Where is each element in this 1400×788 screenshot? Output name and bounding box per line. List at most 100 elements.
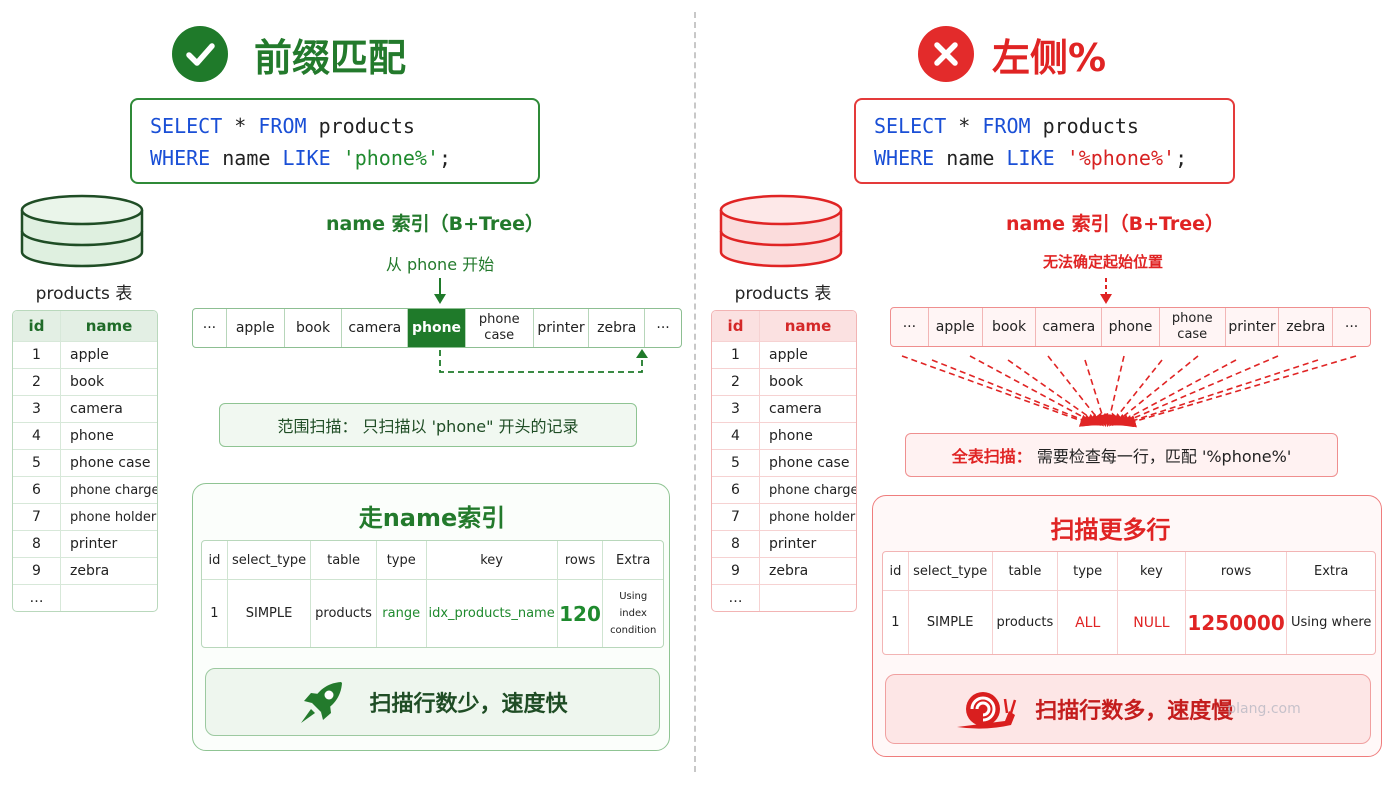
btree-key: apple (227, 309, 285, 347)
cell-id: … (13, 585, 61, 611)
left-result-banner: 扫描行数少，速度快 (205, 668, 660, 736)
left-index-title: name 索引（B+Tree） (325, 213, 545, 235)
cell-id: 3 (712, 396, 760, 422)
watermark: plang.com (1227, 701, 1301, 717)
cell-name (61, 585, 157, 611)
explain-cell: ALL (1058, 591, 1119, 654)
explain-header: table (311, 541, 377, 579)
cell-name: phone (70, 428, 114, 444)
left-title: 前缀匹配 (172, 26, 406, 82)
down-arrow-icon (1100, 278, 1112, 304)
right-title: 左侧% (918, 26, 1106, 82)
rocket-icon (301, 682, 343, 723)
explain-header: rows (1186, 552, 1288, 590)
sql-text: products (306, 114, 415, 138)
cell-name: book (769, 374, 804, 390)
explain-header: Extra (616, 552, 651, 568)
snail-icon (957, 692, 1017, 729)
left-sql-box: SELECT * FROM products WHERE name LIKE '… (130, 98, 540, 184)
center-divider (694, 12, 696, 772)
btree-key: phone (408, 309, 466, 347)
scan-text: 需要检查每一行，匹配 '%phone%' (1031, 447, 1292, 466)
cell-id: 8 (13, 531, 61, 557)
cell-id: 3 (13, 396, 61, 422)
cell-name: printer (769, 536, 817, 552)
btree-key: book (983, 308, 1037, 346)
scan-arrow (931, 359, 1096, 427)
right-table-label: products 表 (734, 284, 832, 304)
explain-header: Extra (1314, 563, 1349, 579)
explain-header: select_type (909, 552, 993, 590)
explain-cell: products (993, 591, 1059, 654)
scan-arrow (1109, 359, 1163, 427)
table-row: 6 phone charger (712, 476, 856, 503)
explain-cell: 1250000 (1186, 591, 1288, 654)
btree-key: phone case (466, 309, 534, 347)
table-row: 9 zebra (712, 557, 856, 584)
cell-id: 9 (13, 558, 61, 584)
btree-key: ··· (193, 309, 227, 347)
cell-name: phone holder (769, 509, 856, 525)
explain-header: rows (558, 541, 604, 579)
cell-id: 5 (13, 450, 61, 476)
cell-id: 1 (13, 342, 61, 368)
btree-key: ··· (1344, 319, 1359, 335)
left-table-label: products 表 (35, 284, 133, 304)
explain-cell: SIMPLE (909, 591, 993, 654)
explain-header: key (1118, 552, 1186, 590)
explain-cell: SIMPLE (228, 580, 312, 647)
right-panel-title: 扫描更多行 (1050, 516, 1171, 544)
sql-keyword: WHERE (150, 146, 211, 170)
cell-id: 6 (712, 477, 760, 503)
btree-key: camera (342, 309, 409, 347)
cell-name: phone charger (70, 482, 157, 498)
sql-keyword: SELECT (874, 114, 947, 138)
cell-name: zebra (769, 563, 809, 579)
left-panel-title: 走name索引 (358, 504, 506, 532)
sql-text: name (210, 146, 283, 170)
check-icon (172, 26, 228, 82)
explain-cell: idx_products_name (427, 580, 558, 647)
explain-cell: 1 (202, 580, 228, 647)
scan-arrow (1117, 355, 1279, 427)
scan-arrow (1084, 359, 1109, 428)
sql-text: ; (1175, 146, 1188, 170)
right-title-text: 左侧% (992, 35, 1107, 80)
scan-arrow (1111, 355, 1199, 427)
explain-header: id (883, 552, 909, 590)
cell-name: phone charger (769, 482, 856, 498)
sql-keyword: LIKE (1006, 146, 1055, 170)
header-name: name (784, 317, 832, 335)
cell-id: 9 (712, 558, 760, 584)
explain-cell: Using index condition (610, 591, 657, 636)
right-banner-text: 扫描行数多，速度慢 (1035, 699, 1234, 724)
scan-arrow (1007, 359, 1102, 426)
right-scan-note: 全表扫描： 需要检查每一行，匹配 '%phone%' (905, 433, 1338, 477)
sql-keyword: WHERE (874, 146, 935, 170)
cell-name (760, 585, 856, 611)
btree-key: apple (929, 308, 983, 346)
x-icon (918, 26, 974, 82)
sql-text: products (1030, 114, 1139, 138)
scan-arrow (1122, 355, 1357, 428)
scan-arrow (901, 355, 1094, 427)
